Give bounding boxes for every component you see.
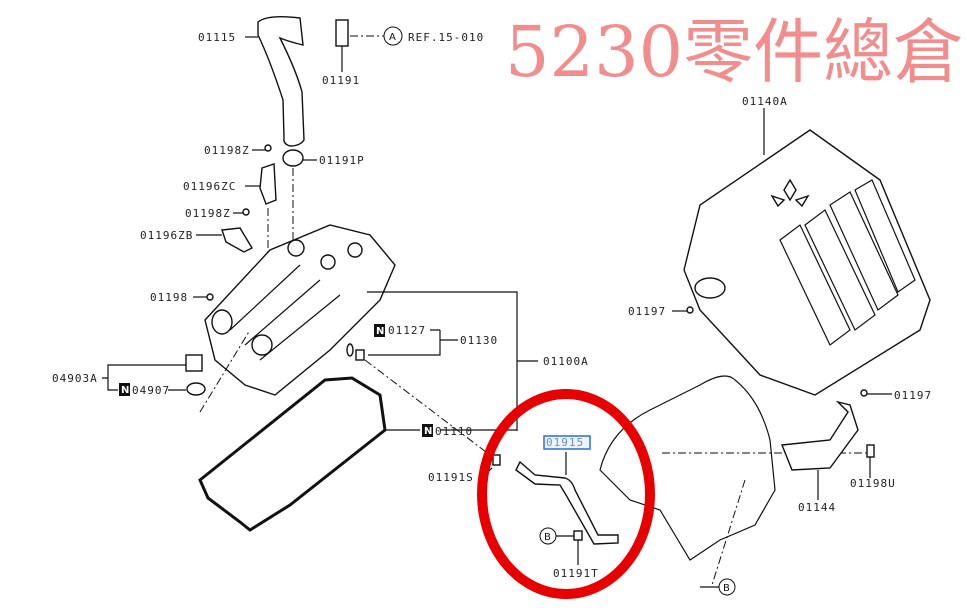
label-01198z[interactable]: 01198Z xyxy=(204,144,250,157)
label-04903a[interactable]: 04903A xyxy=(52,372,98,385)
label-01100a[interactable]: 01100A xyxy=(543,355,589,368)
label-01191t[interactable]: 01191T xyxy=(553,567,599,580)
label-01196zb[interactable]: 01196ZB xyxy=(140,229,193,242)
n-badge-label: N xyxy=(121,385,129,396)
label-01144[interactable]: 01144 xyxy=(798,501,836,514)
ref-marker-a-label: A xyxy=(389,32,396,43)
label-01196zc[interactable]: 01196ZC xyxy=(183,180,236,193)
label-01191s[interactable]: 01191S xyxy=(428,471,474,484)
oil-cap-part[interactable] xyxy=(185,354,203,372)
label-01140a[interactable]: 01140A xyxy=(742,95,788,108)
label-01127[interactable]: 01127 xyxy=(388,324,426,337)
label-01191[interactable]: 01191 xyxy=(322,74,360,87)
label-01915[interactable]: 01915 xyxy=(546,436,584,449)
label-01197-2[interactable]: 01197 xyxy=(894,389,932,402)
mitsubishi-logo-icon xyxy=(770,178,810,208)
n-badge-label: N xyxy=(424,426,432,437)
ref-marker-a[interactable] xyxy=(383,26,403,46)
oil-cap-gasket-part[interactable] xyxy=(186,382,206,396)
label-01115[interactable]: 01115 xyxy=(198,31,236,44)
marker-b2-label: B xyxy=(723,583,730,594)
ref-text[interactable]: REF.15-010 xyxy=(408,31,484,44)
n-badge-label: N xyxy=(376,326,384,337)
highlight-circle xyxy=(477,389,655,599)
label-01110[interactable]: 01110 xyxy=(435,425,473,438)
bracket-zc-part[interactable] xyxy=(259,163,277,205)
valve-cover-part[interactable] xyxy=(204,224,396,396)
label-04907[interactable]: 04907 xyxy=(132,384,170,397)
n-badge xyxy=(119,383,130,396)
clip-part[interactable] xyxy=(335,19,349,47)
engine-cover-part[interactable] xyxy=(683,129,931,396)
callout-labels: 01115 01191 01198Z 01191P 01196ZC 01198Z… xyxy=(52,31,932,580)
label-01198[interactable]: 01198 xyxy=(150,291,188,304)
clamp-part[interactable] xyxy=(282,149,304,167)
label-01191p[interactable]: 01191P xyxy=(319,154,365,167)
pcv-hose-part[interactable] xyxy=(515,460,619,545)
label-01197[interactable]: 01197 xyxy=(628,305,666,318)
bracket-zb-part[interactable] xyxy=(221,227,253,253)
label-01198u[interactable]: 01198U xyxy=(850,477,896,490)
watermark: 5230零件總倉 xyxy=(505,11,963,93)
bracket-01144-part[interactable] xyxy=(781,400,859,471)
label-01198z-2[interactable]: 01198Z xyxy=(185,207,231,220)
label-01130[interactable]: 01130 xyxy=(460,334,498,347)
selected-label-box xyxy=(543,435,591,450)
gasket-part[interactable] xyxy=(198,376,387,532)
hose-part[interactable] xyxy=(257,15,305,147)
intake-manifold-part[interactable] xyxy=(599,375,776,561)
marker-b-label: B xyxy=(544,532,551,543)
n-badge xyxy=(422,424,433,437)
n-badge xyxy=(374,324,385,337)
